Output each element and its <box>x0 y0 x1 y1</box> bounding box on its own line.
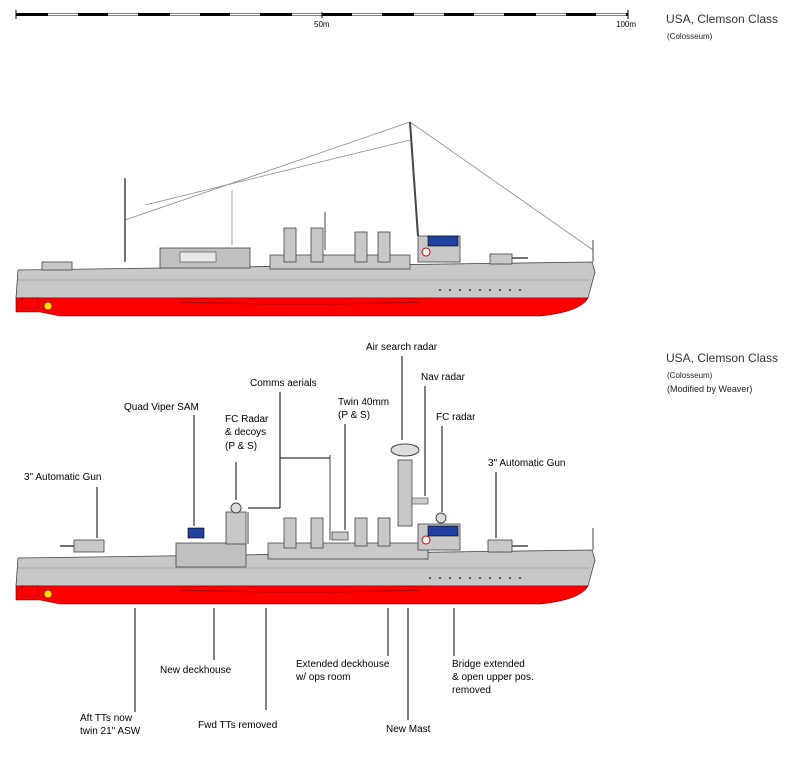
label-aft-tts-2: twin 21" ASW <box>80 726 141 737</box>
label-fwd-tts: Fwd TTs removed <box>198 720 278 731</box>
top-caption-title: USA, Clemson Class <box>666 12 779 26</box>
modified-ship-profile <box>15 443 596 605</box>
label-gun-aft: 3" Automatic Gun <box>24 472 102 483</box>
label-air-search-radar: Air search radar <box>366 342 438 353</box>
label-fc-radar-decoys-2: & decoys <box>225 427 267 438</box>
label-fc-radar-decoys-1: FC Radar <box>225 414 269 425</box>
original-ship-profile <box>15 121 596 317</box>
scale-mid-label: 50m <box>314 20 330 29</box>
label-gun-fwd: 3" Automatic Gun <box>488 458 566 469</box>
label-quad-viper: Quad Viper SAM <box>124 402 199 413</box>
label-fc-radar-decoys-3: (P & S) <box>225 441 258 452</box>
label-new-deckhouse: New deckhouse <box>160 665 232 676</box>
scale-bar <box>15 10 629 19</box>
label-twin40-1: Twin 40mm <box>338 397 390 408</box>
label-bridge-ext-2: & open upper pos. <box>452 672 534 683</box>
label-nav-radar: Nav radar <box>421 372 465 383</box>
bottom-caption-title: USA, Clemson Class <box>666 351 779 365</box>
top-caption-subtitle: (Colosseum) <box>667 32 713 41</box>
label-new-mast: New Mast <box>386 724 431 735</box>
annotation-leaders <box>96 356 497 720</box>
label-bridge-ext-1: Bridge extended <box>452 659 525 670</box>
label-aft-tts-1: Aft TTs now <box>80 713 133 724</box>
bottom-caption-subtitle: (Colosseum) <box>667 371 713 380</box>
label-ext-deckhouse-2: w/ ops room <box>296 672 351 683</box>
label-twin40-2: (P & S) <box>338 410 371 421</box>
bottom-caption-modifier: (Modified by Weaver) <box>667 384 753 394</box>
label-comms-aerials: Comms aerials <box>250 378 317 389</box>
label-ext-deckhouse-1: Extended deckhouse <box>296 659 390 670</box>
label-fc-radar: FC radar <box>436 412 476 423</box>
label-bridge-ext-3: removed <box>452 685 491 696</box>
scale-end-label: 100m <box>616 20 637 29</box>
